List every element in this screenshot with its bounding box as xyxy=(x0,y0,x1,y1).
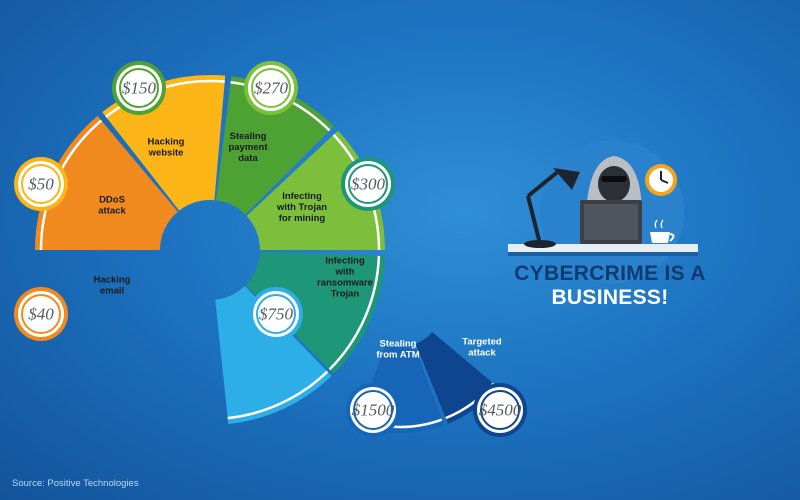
segment-label-line: attack xyxy=(468,348,496,359)
segment-label-line: Infecting xyxy=(282,191,322,202)
segment-label-line: attack xyxy=(98,206,126,217)
segment-label-line: for mining xyxy=(279,213,326,224)
price-value: $4500 xyxy=(479,401,522,420)
segment-label-line: from ATM xyxy=(376,350,419,361)
source-credit: Source: Positive Technologies xyxy=(12,478,139,489)
segment-label-line: website xyxy=(148,148,184,159)
segment-rim xyxy=(227,370,329,420)
segment-label-line: email xyxy=(100,286,124,297)
segment-label-line: Stealing xyxy=(380,339,417,350)
price-value: $40 xyxy=(28,305,54,324)
coffee-cup-icon xyxy=(650,219,675,243)
price-value: $50 xyxy=(28,175,54,194)
price-badge: $270 xyxy=(244,61,298,115)
price-badge: $1500 xyxy=(346,383,400,437)
segment-label-line: with xyxy=(335,267,355,278)
segment-label-line: ransomware xyxy=(317,278,373,289)
clock-icon xyxy=(645,164,677,196)
segment-label-line: Infecting xyxy=(325,256,365,267)
segment-wedge xyxy=(246,130,385,250)
segment-label-line: data xyxy=(238,153,258,164)
segment-label-line: Targeted xyxy=(462,337,502,348)
price-value: $750 xyxy=(259,305,294,324)
price-value: $270 xyxy=(254,79,289,98)
price-value: $150 xyxy=(122,79,157,98)
desk-lamp-icon xyxy=(524,168,580,248)
headline: CYBERCRIME IS A BUSINESS! xyxy=(490,262,730,310)
price-value: $300 xyxy=(351,175,386,194)
segment-label-line: Stealing xyxy=(230,131,267,142)
price-badge: $750 xyxy=(249,287,303,341)
segment-wedge xyxy=(215,285,332,425)
price-badge: $300 xyxy=(341,157,395,211)
segment-wedge xyxy=(35,115,178,250)
headline-line-2: BUSINESS! xyxy=(551,286,669,309)
segment-label-line: Hacking xyxy=(94,275,131,286)
price-badge: $40 xyxy=(14,287,68,341)
price-badge: $4500 xyxy=(473,383,527,437)
segment-rim xyxy=(328,255,381,371)
headline-line-1: CYBERCRIME IS A xyxy=(514,262,706,285)
segment-label-line: Hacking xyxy=(148,137,185,148)
desk-edge xyxy=(508,252,698,256)
hacker-illustration xyxy=(508,140,698,284)
price-badge: $50 xyxy=(14,157,68,211)
segment-label-line: payment xyxy=(228,142,268,153)
segment-label-line: DDoS xyxy=(99,195,125,206)
price-value: $1500 xyxy=(352,401,395,420)
segment-label-line: Trojan xyxy=(331,289,360,300)
desk-surface xyxy=(508,244,698,254)
price-badge: $150 xyxy=(112,61,166,115)
laptop-icon xyxy=(580,200,642,244)
segment-label-line: with Trojan xyxy=(276,202,327,213)
